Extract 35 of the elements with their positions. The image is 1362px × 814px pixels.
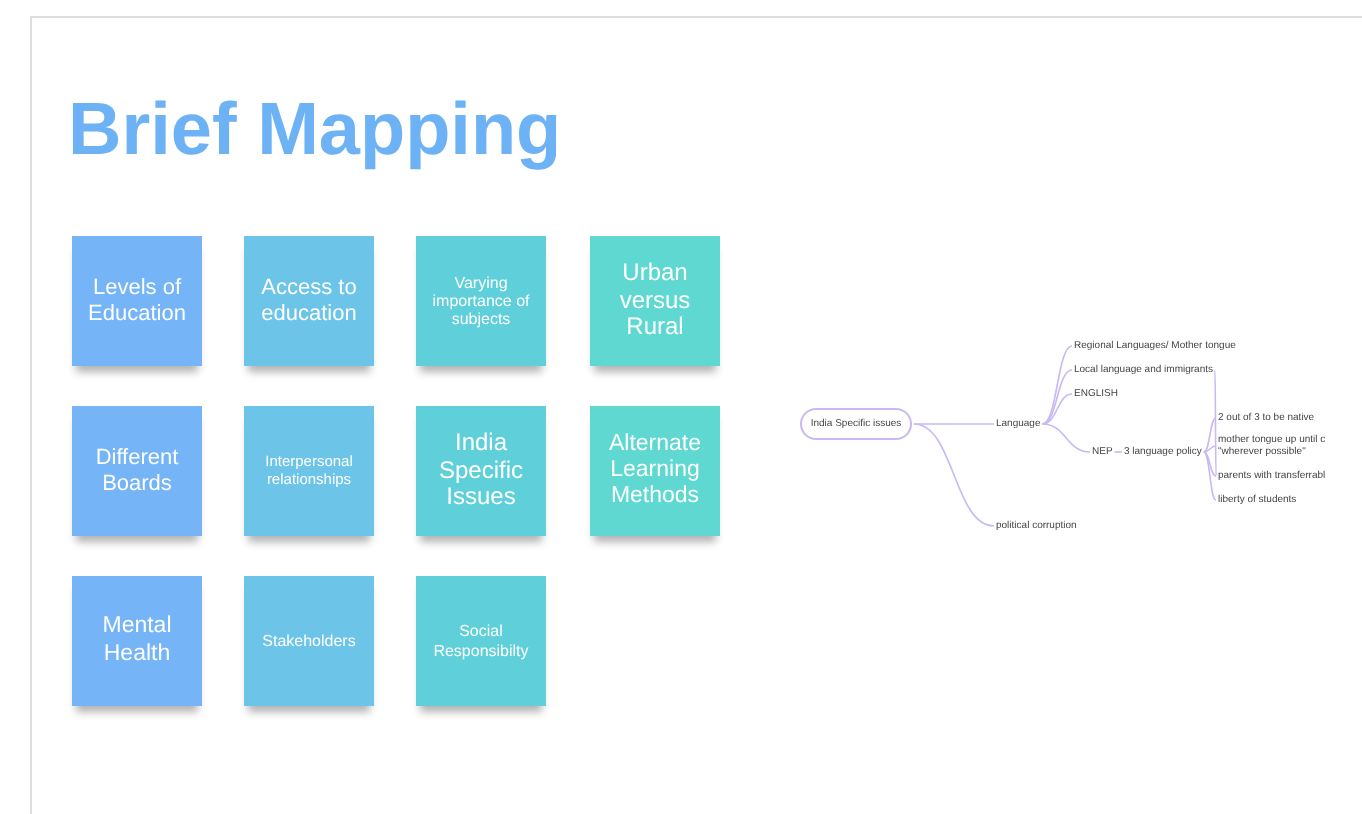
sticky-note xyxy=(72,576,202,706)
sticky-note xyxy=(72,406,202,536)
connector-line xyxy=(1041,423,1091,453)
sticky-note xyxy=(590,236,720,366)
connector-line xyxy=(1041,393,1073,425)
note-text: Stakeholders xyxy=(262,631,356,651)
sticky-note xyxy=(244,406,374,536)
connector-line xyxy=(1041,369,1073,425)
connector-line xyxy=(1113,451,1123,453)
connector-line xyxy=(913,423,995,527)
topic-box xyxy=(800,408,912,440)
sticky-note xyxy=(416,236,546,366)
note-text: Different Boards xyxy=(93,445,181,497)
connector-line xyxy=(913,423,995,425)
connector-line xyxy=(1203,417,1217,453)
connector-line xyxy=(1214,369,1217,477)
connector-line xyxy=(1203,451,1217,501)
connector-line xyxy=(1203,451,1217,477)
note-text: Urban versus Rural xyxy=(617,259,693,343)
connector-line xyxy=(1203,445,1217,453)
note-text: Levels of Education xyxy=(86,275,188,327)
note-text: Mental Health xyxy=(100,614,174,668)
connector-line xyxy=(1041,345,1073,425)
sticky-note xyxy=(416,576,546,706)
note-text: Alternate Learning Methods xyxy=(606,431,704,511)
sticky-note xyxy=(590,406,720,536)
sticky-note xyxy=(244,236,374,366)
note-text: India Specific Issues xyxy=(436,429,526,513)
title: Brief Mapping xyxy=(68,88,562,172)
sticky-note xyxy=(416,406,546,536)
sticky-note xyxy=(72,236,202,366)
sticky-note xyxy=(244,576,374,706)
note-text: Social Responsibilty xyxy=(431,622,531,660)
note-text: Varying importance of subjects xyxy=(430,273,532,329)
note-text: Access to education xyxy=(259,275,359,327)
